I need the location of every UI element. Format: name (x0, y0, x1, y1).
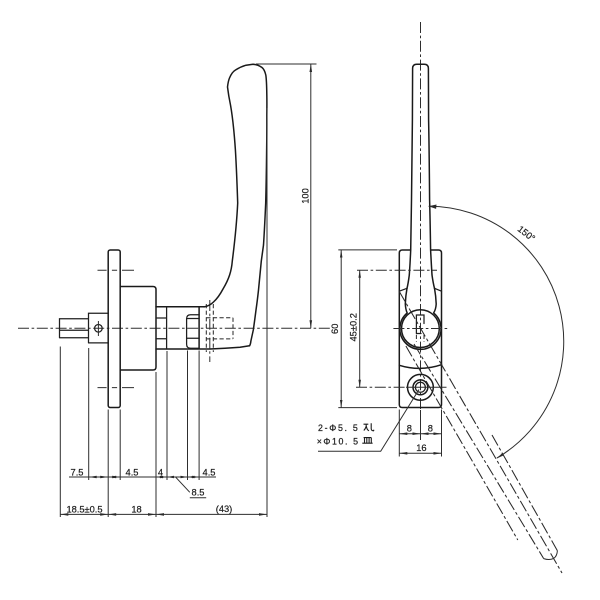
svg-text:4: 4 (158, 467, 163, 477)
svg-text:8: 8 (428, 424, 433, 434)
svg-text:60: 60 (330, 324, 340, 334)
svg-text:×Φ10. 5: ×Φ10. 5 (317, 437, 360, 447)
svg-text:18.5±0.5: 18.5±0.5 (66, 505, 102, 515)
svg-text:18: 18 (131, 505, 141, 515)
svg-text:8: 8 (407, 424, 412, 434)
svg-text:7.5: 7.5 (71, 467, 84, 477)
svg-text:4.5: 4.5 (203, 467, 216, 477)
svg-text:2-Φ5. 5: 2-Φ5. 5 (318, 423, 359, 433)
svg-text:8.5: 8.5 (192, 488, 205, 498)
svg-text:100: 100 (300, 188, 310, 204)
svg-text:(43): (43) (216, 504, 233, 514)
svg-text:45±0.2: 45±0.2 (348, 313, 358, 341)
svg-text:4.5: 4.5 (126, 467, 139, 477)
svg-text:16: 16 (416, 443, 426, 453)
